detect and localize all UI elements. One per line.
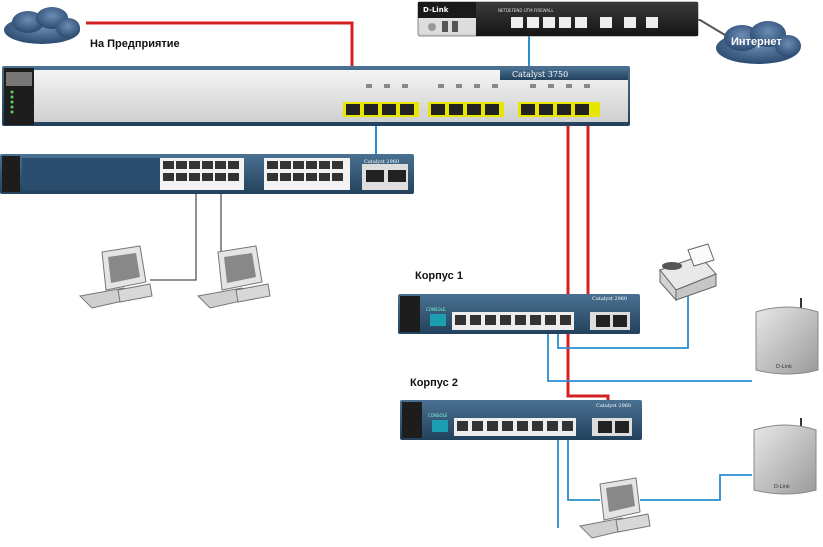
access-switch-model: Catalyst 2960 bbox=[364, 159, 399, 165]
computer-icon bbox=[578, 477, 651, 539]
label-building2: Корпус 2 bbox=[410, 377, 458, 389]
cable-fax bbox=[557, 290, 689, 349]
core-switch-sfp-ports bbox=[343, 84, 600, 117]
building1-switch-ports bbox=[455, 315, 571, 325]
cable-pc1 bbox=[150, 190, 197, 281]
computer-icon bbox=[196, 245, 271, 309]
computer-icon bbox=[78, 245, 153, 309]
cloud-internet bbox=[716, 21, 801, 64]
cloud-enterprise bbox=[4, 7, 80, 44]
core-switch-model: Catalyst 3750 bbox=[512, 70, 568, 79]
cable-pc3 bbox=[557, 430, 600, 528]
cable-ap2 bbox=[640, 474, 752, 501]
building1-console-label: CONSOLE bbox=[426, 307, 446, 312]
building2-switch-ports bbox=[457, 421, 573, 431]
cable-ap1 bbox=[547, 327, 752, 382]
label-enterprise: На Предприятие bbox=[90, 38, 180, 50]
access-switch-ports bbox=[163, 161, 343, 181]
firewall-brand: D-Link bbox=[423, 6, 449, 14]
firewall-model-text: NETDEFEND UTM FIREWALL bbox=[498, 8, 554, 13]
cable-fiber-building1 bbox=[566, 115, 604, 322]
building1-switch-model: Catalyst 2960 bbox=[592, 296, 627, 302]
ap2-brand: D-Link bbox=[774, 484, 790, 490]
access-point-2 bbox=[753, 418, 817, 495]
access-point-1 bbox=[755, 298, 819, 375]
building2-switch-model: Catalyst 2960 bbox=[596, 403, 631, 409]
label-internet: Интернет bbox=[731, 36, 782, 48]
firewall-ports bbox=[511, 17, 658, 28]
ap1-brand: D-Link bbox=[776, 364, 792, 370]
building2-console-label: CONSOLE bbox=[428, 413, 448, 418]
label-building1: Корпус 1 bbox=[415, 270, 463, 282]
fax-icon bbox=[659, 243, 717, 302]
